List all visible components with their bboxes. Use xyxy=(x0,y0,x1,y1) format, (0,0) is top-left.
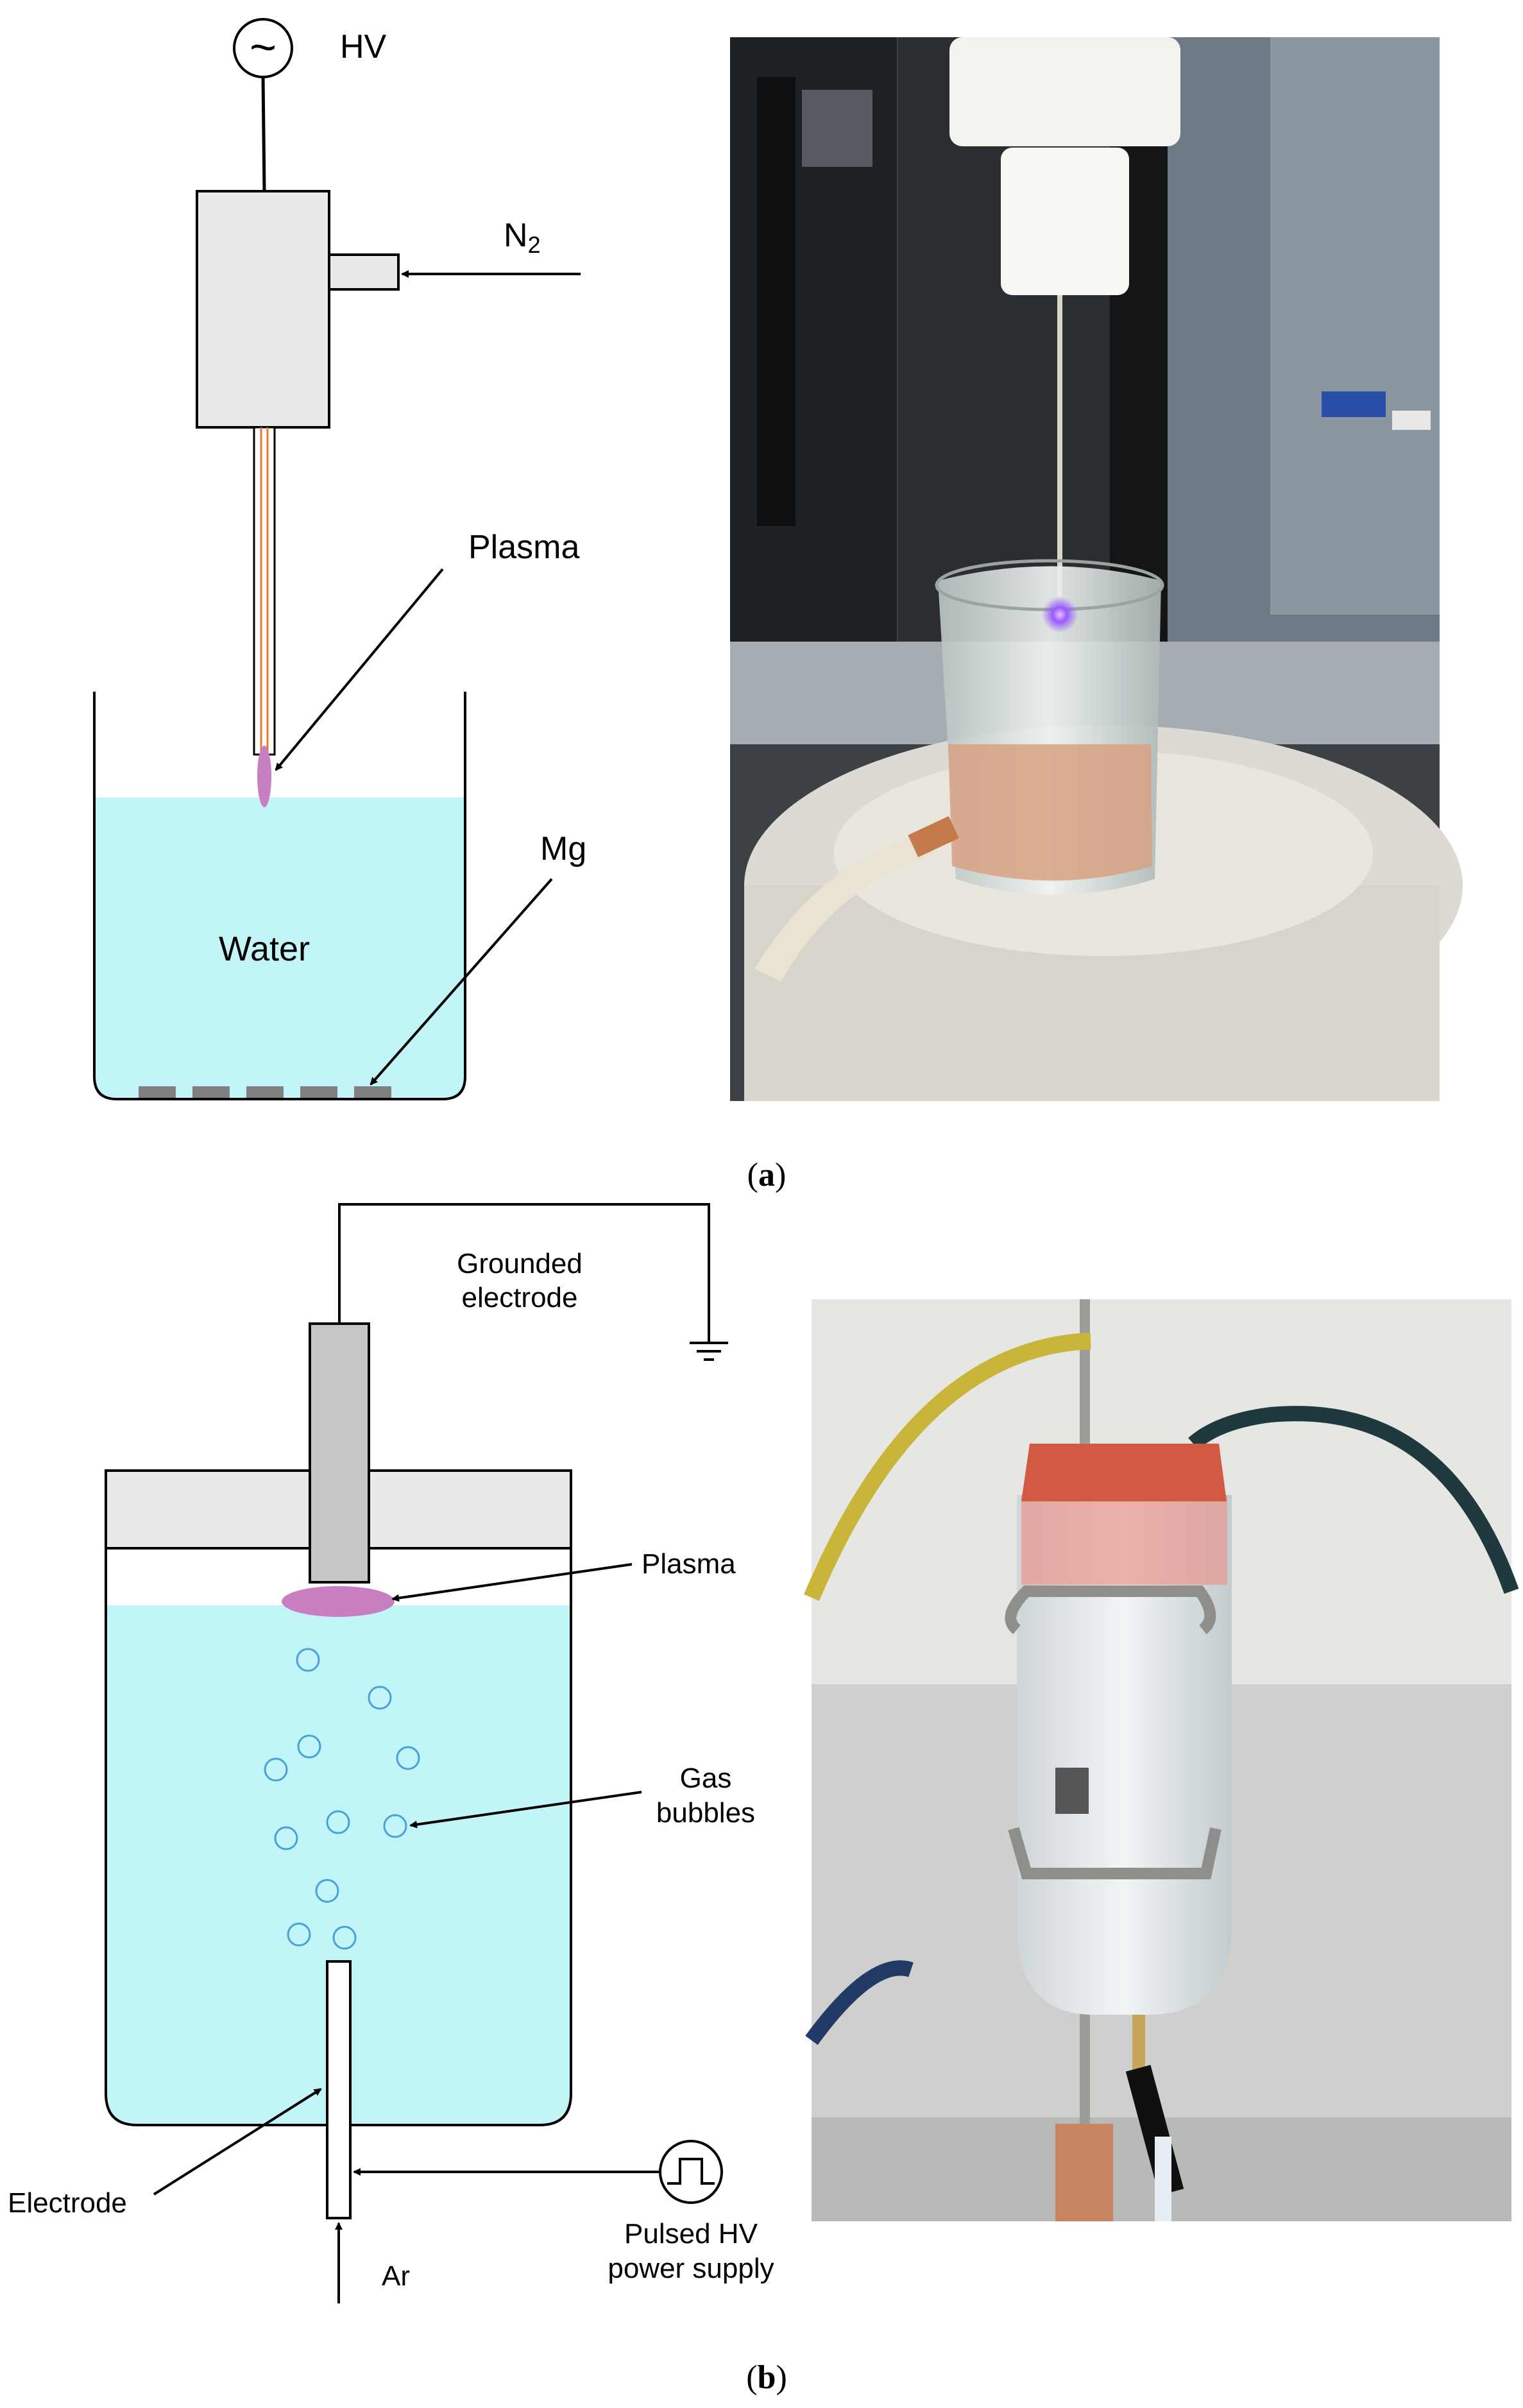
ground-wire xyxy=(338,1203,710,1343)
pulsed-supply-icon xyxy=(659,2140,723,2204)
pulse-waveform-icon xyxy=(667,2158,715,2185)
panel-a-schematic: ~ HV N2 Water Plasma Mg xyxy=(93,18,586,1100)
panel-b-schematic: Grounded electrode Ar xyxy=(8,1203,774,2303)
mg-plates xyxy=(139,1086,391,1098)
power-label-line2: power supply xyxy=(608,2253,774,2284)
grounded-label-line2: electrode xyxy=(461,1282,577,1313)
grounded-electrode xyxy=(309,1322,370,1584)
argon-label: Ar xyxy=(382,2260,410,2292)
bottom-electrode xyxy=(326,1960,352,2219)
capillary-tube xyxy=(253,426,276,756)
gas-bubbles-label-line2: bubbles xyxy=(656,1797,755,1829)
hv-wire xyxy=(261,76,266,192)
panel-b-photo xyxy=(804,1299,1519,2221)
beaker-outline xyxy=(93,692,466,1100)
ground-symbol-icon xyxy=(690,1342,728,1361)
power-label-line1: Pulsed HV xyxy=(624,2218,758,2250)
beaker-water xyxy=(94,798,465,1099)
grounded-label-line1: Grounded xyxy=(457,1248,583,1279)
gas-bubbles xyxy=(264,1648,420,1950)
water-label: Water xyxy=(219,930,310,968)
mg-label: Mg xyxy=(540,830,586,867)
plasma-disc xyxy=(282,1586,395,1617)
electrode-arrow xyxy=(153,2088,322,2196)
gas-n2-label: N2 xyxy=(504,217,541,258)
mg-arrow xyxy=(370,878,553,1086)
plasma-jet xyxy=(257,746,271,807)
gas-bubbles-label-line1: Gas xyxy=(680,1763,732,1794)
jet-housing xyxy=(196,190,330,429)
ac-source-symbol: ~ xyxy=(250,22,277,73)
reactor-water xyxy=(106,1605,571,2125)
caption-a: (a) xyxy=(747,1157,787,1193)
hv-label: HV xyxy=(340,28,387,65)
gas-inlet xyxy=(328,253,400,291)
plasma-label-a: Plasma xyxy=(468,529,579,566)
caption-b: (b) xyxy=(746,2359,787,2396)
panel-a-photo xyxy=(730,37,1463,1101)
gas-bubbles-arrow xyxy=(409,1791,642,1829)
plasma-label-b: Plasma xyxy=(642,1548,736,1580)
electrode-label: Electrode xyxy=(8,2187,127,2219)
plasma-arrow-a xyxy=(275,568,444,771)
plasma-arrow-b xyxy=(391,1563,633,1602)
